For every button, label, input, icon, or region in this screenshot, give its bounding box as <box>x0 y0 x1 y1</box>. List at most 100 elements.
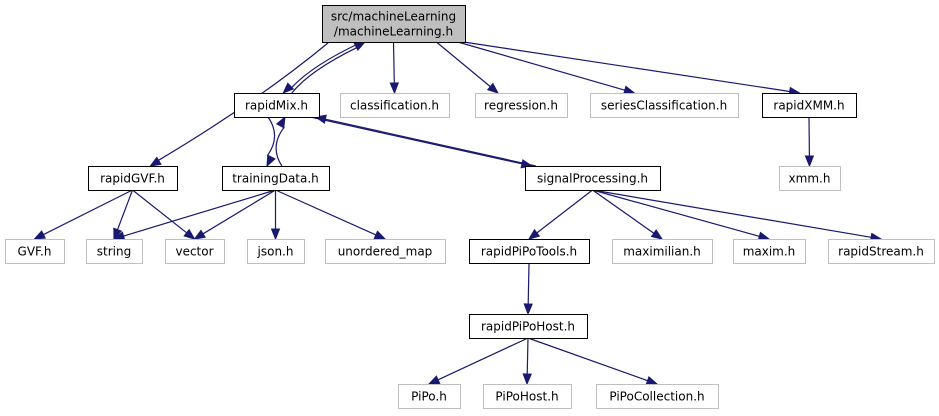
edge-line <box>275 189 377 236</box>
node-label: unordered_map <box>338 245 433 259</box>
node-label: rapidXMM.h <box>773 99 844 113</box>
node-box <box>247 239 305 264</box>
node-root[interactable]: src/machineLearning/machineLearning.h <box>322 5 466 43</box>
edge-rapidMix-to-root <box>291 41 367 94</box>
edge-rapidPiPoHost-to-PiPo <box>427 337 529 385</box>
node-xmm: xmm.h <box>779 166 841 191</box>
node-unordered_map: unordered_map <box>325 239 446 264</box>
node-label: trainingData.h <box>232 172 319 186</box>
arrowhead-icon <box>149 156 162 167</box>
node-rapidMix[interactable]: rapidMix.h <box>234 93 320 118</box>
node-seriesClassification: seriesClassification.h <box>590 93 739 118</box>
edge-rapidMix-to-signalProcessing <box>310 116 534 169</box>
node-PiPo: PiPo.h <box>398 384 461 409</box>
node-box <box>5 239 65 264</box>
node-box <box>475 93 568 118</box>
arrowhead-icon <box>282 82 295 94</box>
edge-line <box>43 189 133 236</box>
arrowhead-icon <box>183 228 196 240</box>
edge-line <box>526 337 529 375</box>
node-label: string <box>97 245 131 259</box>
edge-signalProcessing-to-rapidStream <box>592 189 883 242</box>
edge-signalProcessing-to-rapidPiPoTools <box>527 189 593 240</box>
edge-signalProcessing-to-rapidMix <box>314 114 536 167</box>
node-vector: vector <box>165 239 225 264</box>
edge-line <box>202 189 276 235</box>
node-rapidXMM[interactable]: rapidXMM.h <box>762 93 857 118</box>
edge-line <box>291 47 357 94</box>
edge-line <box>310 116 523 165</box>
node-label: PiPoCollection.h <box>609 390 704 404</box>
node-string: string <box>86 239 143 264</box>
edge-root-to-rapidMix <box>282 41 363 94</box>
node-signalProcessing[interactable]: signalProcessing.h <box>525 166 661 191</box>
edge-line <box>527 262 530 305</box>
arrowhead-icon <box>193 229 206 240</box>
edge-trainingData-to-json <box>270 190 281 241</box>
node-box <box>234 93 320 118</box>
node-label: classification.h <box>350 99 439 113</box>
edge-line <box>123 189 276 237</box>
edge-line <box>266 116 276 157</box>
node-label: rapidPiPoHost.h <box>481 320 575 334</box>
arrowhead-icon <box>622 85 636 95</box>
arrowhead-icon <box>266 154 276 168</box>
node-box <box>762 93 857 118</box>
node-box <box>469 239 590 264</box>
node-label: PiPoHost.h <box>495 390 558 404</box>
edge-line <box>536 189 593 234</box>
arrowhead-icon <box>523 303 533 316</box>
node-box <box>525 166 661 191</box>
node-label: GVF.h <box>18 245 52 259</box>
edge-trainingData-to-string <box>112 189 276 241</box>
arrowhead-icon <box>427 375 441 385</box>
edge-trainingData-to-rapidMix <box>275 115 286 167</box>
edge-line <box>437 337 529 381</box>
nodes-layer: src/machineLearning/machineLearning.h rap… <box>5 5 935 409</box>
node-label: /machineLearning.h <box>334 25 453 39</box>
node-label: src/machineLearning <box>331 10 456 24</box>
node-trainingData[interactable]: trainingData.h <box>222 166 330 191</box>
node-box <box>86 239 143 264</box>
node-PiPoCollection: PiPoCollection.h <box>596 384 719 409</box>
edge-rapidPiPoHost-to-PiPoHost <box>522 337 532 386</box>
node-box <box>398 384 461 409</box>
arrowhead-icon <box>275 115 286 129</box>
edge-rapidXMM-to-xmm <box>804 116 815 168</box>
node-rapidGVF[interactable]: rapidGVF.h <box>88 166 178 191</box>
edge-line <box>592 189 655 234</box>
arrowhead-icon <box>645 376 659 385</box>
edge-rapidGVF-to-string <box>113 189 134 241</box>
arrowhead-icon <box>113 227 123 241</box>
node-box <box>733 239 806 264</box>
node-classification: classification.h <box>340 93 450 118</box>
node-regression: regression.h <box>475 93 568 118</box>
edge-line <box>392 41 395 84</box>
node-box <box>828 239 935 264</box>
arrowhead-icon <box>527 228 541 240</box>
node-label: maxim.h <box>743 245 796 259</box>
node-box <box>596 384 719 409</box>
node-box <box>483 384 572 409</box>
edge-line <box>527 337 648 382</box>
arrowhead-icon <box>486 82 500 94</box>
edge-line <box>275 126 285 167</box>
arrowhead-icon <box>373 230 387 240</box>
arrowhead-icon <box>804 155 815 168</box>
edge-line <box>592 189 872 238</box>
edge-trainingData-to-unordered_map <box>275 189 387 240</box>
node-label: rapidMix.h <box>245 99 308 113</box>
node-rapidStream: rapidStream.h <box>828 239 935 264</box>
node-rapidPiPoHost[interactable]: rapidPiPoHost.h <box>469 314 588 339</box>
node-label: json.h <box>257 245 294 259</box>
node-rapidPiPoTools[interactable]: rapidPiPoTools.h <box>469 239 590 264</box>
arrowhead-icon <box>353 41 367 52</box>
edge-root-to-classification <box>389 41 400 95</box>
edge-trainingData-to-vector <box>193 189 276 240</box>
node-PiPoHost: PiPoHost.h <box>483 384 572 409</box>
node-box <box>590 93 739 118</box>
arrowhead-icon <box>33 230 47 240</box>
edge-line <box>457 41 625 91</box>
node-json: json.h <box>247 239 305 264</box>
arrowhead-icon <box>650 229 664 240</box>
